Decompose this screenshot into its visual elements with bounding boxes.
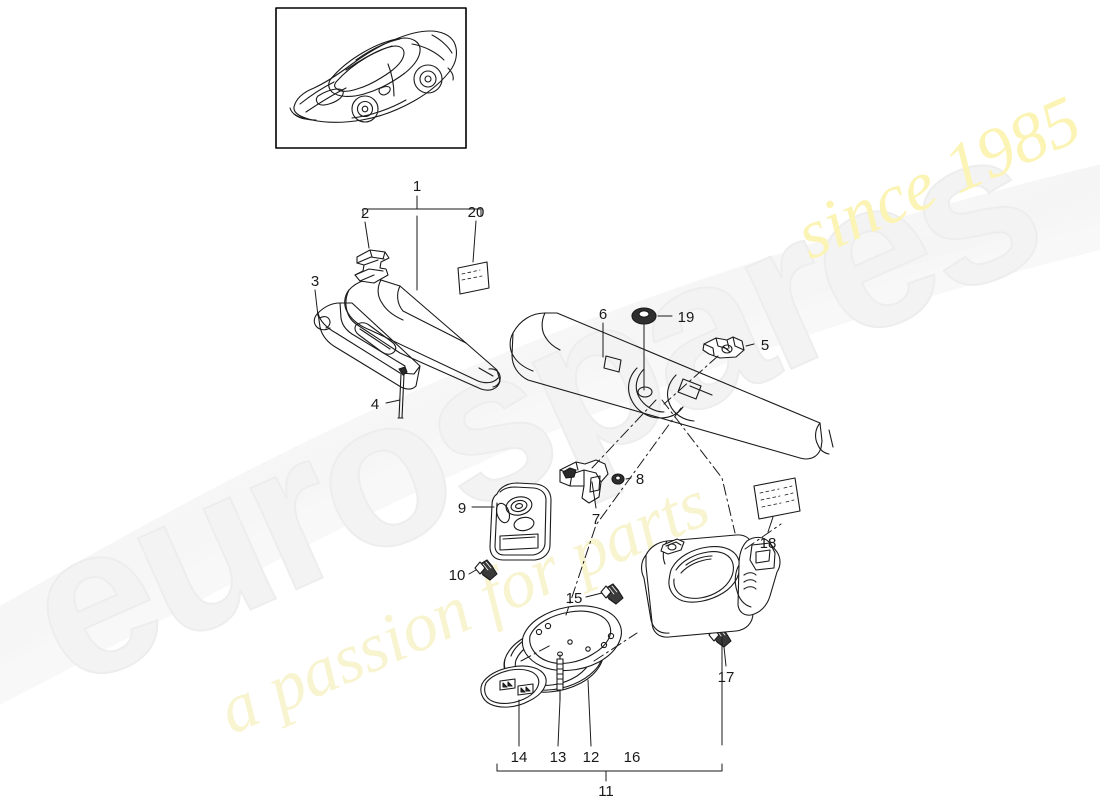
part-2-visor-retaining-clip [354,249,390,284]
callout-7: 7 [592,511,600,528]
callout-20: 20 [468,204,485,221]
assembly-alignment-lines [520,355,782,662]
part-19-cap-plug [631,307,657,391]
part-1-sun-visor-assembly [344,278,501,391]
callout-9: 9 [458,500,466,517]
callout-5: 5 [761,337,769,354]
callout-11: 11 [598,783,614,800]
part-18-warning-label [753,477,801,520]
callout-12: 12 [583,749,600,766]
callout-2: 2 [361,205,369,222]
callout-8: 8 [636,471,644,488]
callout-10: 10 [449,567,466,584]
callout-4: 4 [371,396,379,413]
callout-1: 1 [413,178,421,195]
part-9-visor-holder-clip [489,482,552,561]
part-4-pivot-pin [397,366,408,419]
part-12-bezel-frame [521,605,622,671]
part-3-visor-trim-cover [313,302,421,390]
background-swoosh [0,164,1100,705]
porsche-boxster-line-drawing [275,7,467,149]
callout-3: 3 [311,273,319,290]
callout-17: 17 [718,669,735,686]
callout-15: 15 [566,590,583,607]
part-13-festoon-bulb [556,651,564,701]
part-20-warning-label [457,261,490,295]
part-5-visor-hinge-bracket [702,336,745,359]
part-16-sun-visor-with-mirror [641,534,781,638]
callout-labels: 1 2 20 3 4 6 19 5 8 7 9 10 15 18 17 14 1… [311,178,777,800]
part-15-tapping-screw [600,583,624,605]
callout-13: 13 [550,749,567,766]
part-14-switch-panel [480,665,547,708]
callout-19: 19 [678,309,695,326]
callout-leader-lines [314,195,774,782]
callout-6: 6 [599,306,607,323]
part-10-tapping-screw [474,559,498,581]
callout-18: 18 [760,535,777,552]
callout-14: 14 [511,749,528,766]
part-7-mounting-bracket [559,459,609,504]
part-8-nut [611,473,625,485]
part-6-windscreen-frame-trim [509,312,834,460]
callout-16: 16 [624,749,641,766]
